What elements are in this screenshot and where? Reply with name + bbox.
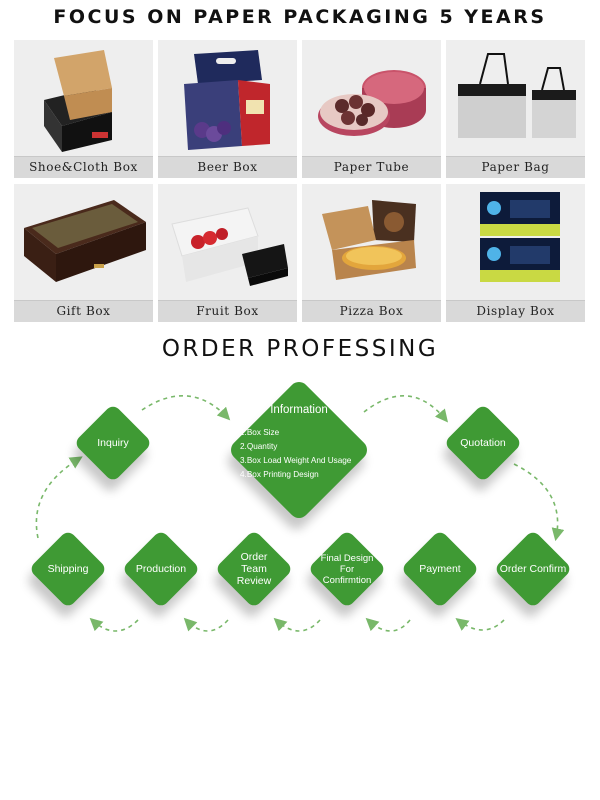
paper-bag-image: [458, 53, 576, 138]
step-information: Information 1.Box Size 2.Quantity 3.Box …: [209, 377, 389, 523]
product-label: Paper Tube: [302, 156, 441, 178]
arrow-order-confirm-to-payment: [455, 618, 505, 631]
fruit-box-image: [171, 207, 288, 286]
step-label: Shipping: [47, 563, 89, 575]
product-tile-paper-tube[interactable]: Paper Tube: [302, 40, 441, 178]
product-tile-beer-box[interactable]: Beer Box: [158, 40, 297, 178]
information-title: Information: [270, 404, 328, 416]
product-tile-gift-box[interactable]: Gift Box: [14, 184, 153, 322]
order-process-title: ORDER PROFESSING: [161, 336, 439, 362]
product-label: Shoe&Cloth Box: [14, 156, 153, 178]
step-order-confirm: Order Confirm: [492, 528, 574, 610]
product-tile-shoe-cloth-box[interactable]: Shoe&Cloth Box: [14, 40, 153, 178]
page-title: FOCUS ON PAPER PACKAGING 5 YEARS: [53, 6, 547, 28]
product-tile-display-box[interactable]: Display Box: [446, 184, 585, 322]
product-tile-pizza-box[interactable]: Pizza Box: [302, 184, 441, 322]
information-item: 1.Box Size: [240, 428, 280, 437]
step-label: Final Design For Confirmtion: [320, 552, 374, 586]
step-final-design: Final Design For Confirmtion: [306, 528, 388, 610]
arrow-payment-to-final-design: [365, 617, 411, 632]
arrow-order-team-review-to-production: [183, 617, 229, 632]
product-label: Beer Box: [158, 156, 297, 178]
step-inquiry: Inquiry: [73, 403, 153, 483]
product-label: Fruit Box: [158, 300, 297, 322]
step-label: Inquiry: [97, 437, 129, 449]
arrow-information-to-quotation: [363, 395, 449, 423]
gift-box-image: [24, 200, 146, 282]
step-label: Order Team Review: [236, 551, 272, 587]
arrow-shipping-to-inquiry: [35, 456, 83, 539]
information-item: 2.Quantity: [240, 442, 278, 451]
information-item: 4.Box Printing Design: [240, 470, 319, 479]
step-label: Quotation: [460, 437, 506, 449]
step-quotation: Quotation: [443, 403, 523, 483]
beer-box-image: [184, 50, 270, 150]
product-tile-fruit-box[interactable]: Fruit Box: [158, 184, 297, 322]
information-list: 1.Box Size 2.Quantity 3.Box Load Weight …: [240, 426, 351, 482]
step-shipping: Shipping: [27, 528, 109, 610]
shoe-box-image: [44, 50, 112, 152]
arrow-quotation-to-order-confirm: [513, 463, 565, 542]
product-label: Paper Bag: [446, 156, 585, 178]
arrow-final-design-to-order-team-review: [273, 617, 321, 632]
information-item: 3.Box Load Weight And Usage: [240, 456, 352, 465]
arrow-production-to-shipping: [89, 617, 139, 632]
pizza-box-image: [322, 200, 416, 280]
display-box-image: [480, 192, 560, 282]
step-order-team-review: Order Team Review: [213, 528, 295, 610]
product-label: Gift Box: [14, 300, 153, 322]
step-label: Production: [135, 563, 187, 575]
paper-tube-image: [318, 70, 426, 136]
step-label: Order Confirm: [499, 563, 567, 575]
arrow-inquiry-to-information: [141, 394, 231, 421]
product-tile-paper-bag[interactable]: Paper Bag: [446, 40, 585, 178]
step-payment: Payment: [399, 528, 481, 610]
step-production: Production: [120, 528, 202, 610]
step-label: Payment: [419, 563, 461, 575]
product-label: Display Box: [446, 300, 585, 322]
product-label: Pizza Box: [302, 300, 441, 322]
